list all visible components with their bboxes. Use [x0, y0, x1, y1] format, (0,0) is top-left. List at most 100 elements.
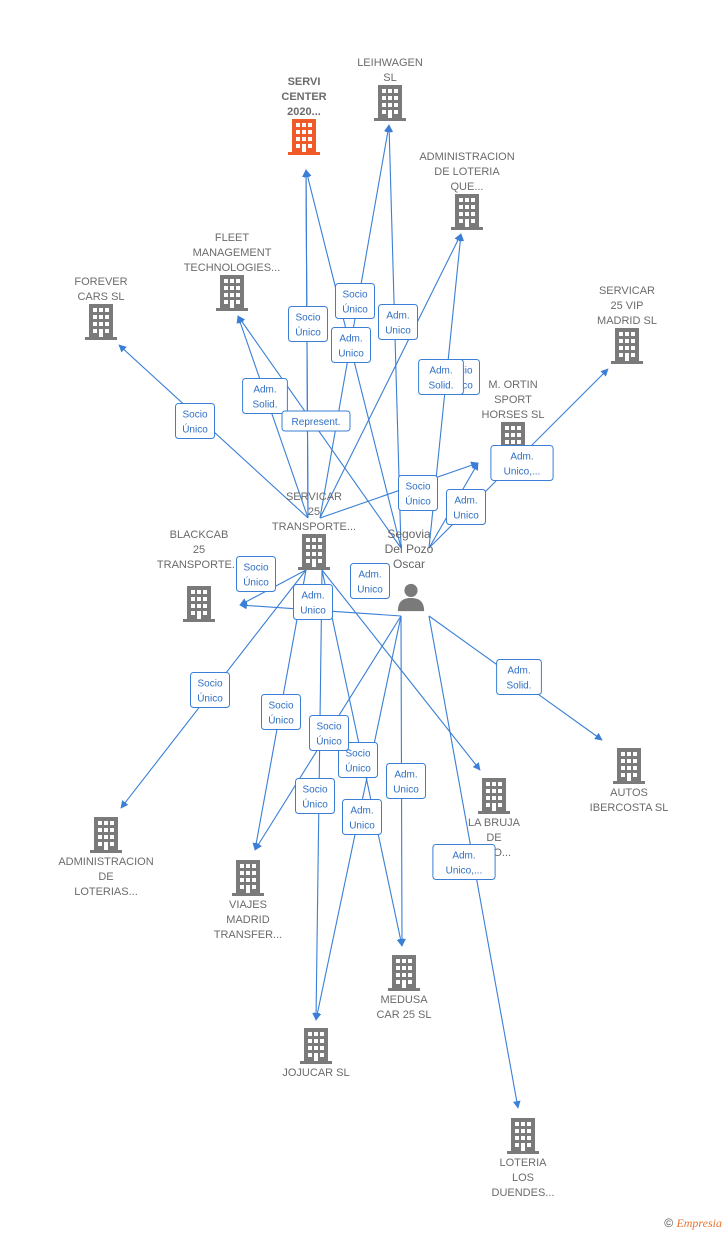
relation-label-text: Socio: [243, 563, 268, 574]
relation-label-box: [331, 327, 371, 363]
company-node-servi[interactable]: SERVICENTER2020...: [281, 76, 327, 155]
building-icon: [613, 748, 645, 784]
brand-logo[interactable]: Empresia: [676, 1216, 722, 1230]
node-label-line: QUE...: [450, 181, 483, 193]
node-label-line: ADMINISTRACION: [58, 856, 153, 868]
relation-label-text: Unico: [453, 511, 479, 522]
relation-label-text: Adm.: [358, 570, 381, 581]
relation-label-segovia-leih[interactable]: Adm.Unico: [378, 304, 418, 340]
relation-label-segovia-viajes[interactable]: Adm.Unico: [293, 584, 333, 620]
relation-label-box: [261, 694, 301, 730]
edge-s25t-fleet: [236, 315, 309, 519]
node-label-line: SL: [383, 72, 396, 84]
relation-label-text: Socio: [268, 701, 293, 712]
building-icon: [611, 328, 643, 364]
person-label-line: Del Pozo: [385, 542, 434, 556]
node-label-line: 2020...: [287, 106, 321, 118]
node-label-line: LOTERIAS...: [74, 886, 138, 898]
company-node-admlots[interactable]: ADMINISTRACIONDELOTERIAS...: [58, 817, 154, 898]
building-icon: [288, 119, 320, 155]
node-label-line: FOREVER: [74, 276, 127, 288]
node-label-line: 25: [308, 506, 320, 518]
company-node-blackcab[interactable]: BLACKCAB25TRANSPORTE...: [157, 529, 241, 622]
relation-label-segovia-autos[interactable]: Adm.Solid.: [496, 659, 542, 695]
node-label-line: ADMINISTRACION: [419, 151, 514, 163]
person-label-line: Segovia: [387, 527, 431, 541]
relation-label-segovia-s25vip[interactable]: Adm.Unico: [446, 489, 486, 525]
company-node-fleet[interactable]: FLEETMANAGEMENTTECHNOLOGIES...: [184, 232, 281, 311]
edge-s25t-servi: [302, 169, 310, 519]
node-label-line: M. ORTIN: [488, 379, 537, 391]
relation-label-text: Solid.: [506, 681, 531, 692]
node-label-line: SERVICAR: [599, 285, 655, 297]
node-label-line: FLEET: [215, 232, 250, 244]
building-icon: [451, 194, 483, 230]
company-node-viajes[interactable]: VIAJESMADRIDTRANSFER...: [214, 860, 282, 941]
relation-label-box: [342, 799, 382, 835]
relation-label-text: Unico: [338, 349, 364, 360]
node-label-line: SERVI: [288, 76, 321, 88]
company-node-duendes[interactable]: LOTERIALOSDUENDES...: [492, 1118, 555, 1199]
node-label-line: JOJUCAR SL: [282, 1067, 349, 1079]
relation-label-s25t-fleet[interactable]: Adm.Solid.: [242, 378, 288, 414]
relation-label-text: Adm.: [253, 385, 276, 396]
relation-label-box: [309, 715, 349, 751]
node-label-line: TECHNOLOGIES...: [184, 262, 281, 274]
relation-label-segovia-blackcab[interactable]: Adm. Unico: [350, 563, 390, 599]
node-label-line: LOS: [512, 1172, 534, 1184]
node-label-line: CARS SL: [77, 291, 124, 303]
relation-label-box: [418, 359, 464, 395]
node-label-line: BLACKCAB: [170, 529, 229, 541]
building-icon: [374, 85, 406, 121]
relation-label-text: Represent.: [292, 417, 341, 428]
relation-label-segovia-jojucar[interactable]: Adm.Unico: [342, 799, 382, 835]
relation-label-text: Unico: [349, 821, 375, 832]
relation-label-text: Adm.: [394, 770, 417, 781]
relation-label-box: [496, 659, 542, 695]
relation-label-segovia-admlot[interactable]: Adm.Solid.: [418, 359, 464, 395]
relation-label-box: [338, 742, 378, 778]
relation-label-text: Unico: [357, 585, 383, 596]
relation-label-text: Único: [342, 303, 368, 316]
node-label-line: MADRID: [226, 914, 269, 926]
relation-label-text: Socio: [316, 722, 341, 733]
relation-label-text: Adm.: [301, 591, 324, 602]
relation-label-segovia-mortin[interactable]: Adm.Unico,...: [490, 445, 554, 481]
relation-label-text: Único: [316, 735, 342, 748]
node-label-line: MEDUSA: [380, 994, 428, 1006]
footer-brand: © Empresia: [664, 1216, 722, 1231]
building-icon: [298, 534, 330, 570]
relation-label-segovia-medusa[interactable]: Adm.Unico: [386, 763, 426, 799]
person-icon: [397, 583, 425, 612]
relation-label-segovia-duendes[interactable]: Adm.Unico,...: [432, 844, 496, 880]
company-node-s25t[interactable]: SERVICAR25TRANSPORTE...: [272, 491, 356, 570]
relation-label-box: [281, 410, 351, 432]
relation-label-box: [288, 306, 328, 342]
company-node-forever[interactable]: FOREVER CARS SL: [74, 276, 128, 340]
relation-label-box: [386, 763, 426, 799]
relation-label-box: [175, 403, 215, 439]
building-icon: [388, 955, 420, 991]
relation-label-box: [432, 844, 496, 880]
relation-label-segovia-fleet[interactable]: Represent.: [281, 410, 351, 432]
relation-label-segovia-servi[interactable]: Adm.Unico: [331, 327, 371, 363]
company-node-jojucar[interactable]: JOJUCAR SL: [282, 1028, 350, 1079]
